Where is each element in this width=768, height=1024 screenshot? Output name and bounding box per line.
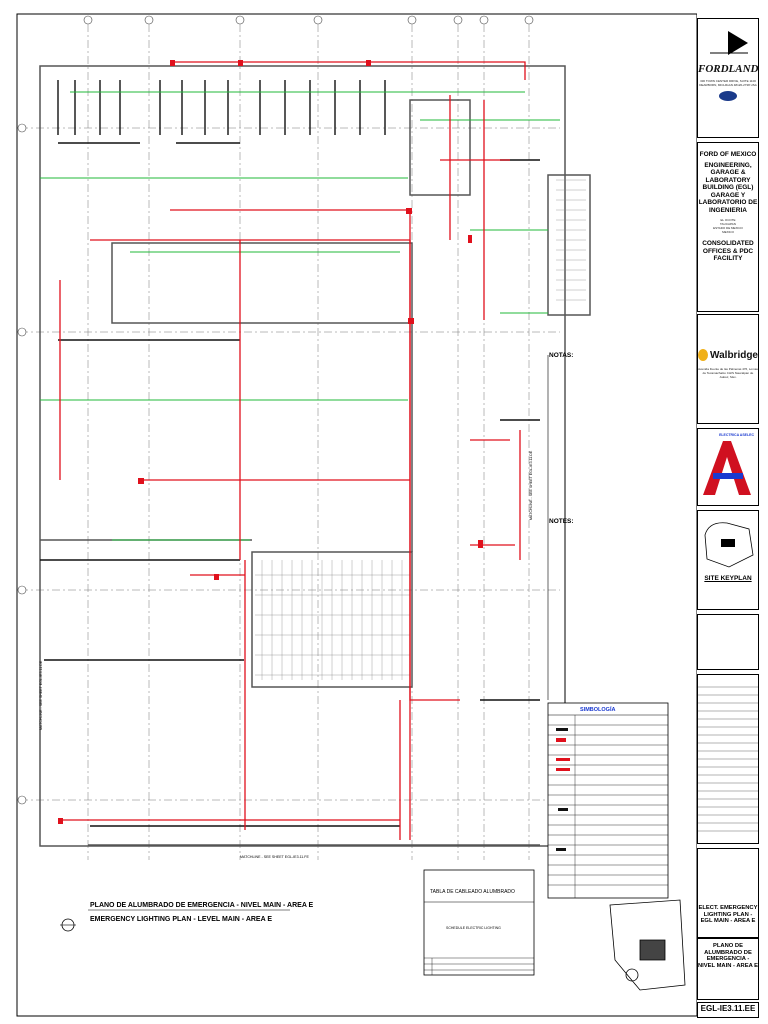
notes-1-heading: NOTAS: [549, 352, 574, 359]
title-block: FORDLAND 330 TOWN CENTER DRIVE, SUITE 11… [697, 18, 761, 1018]
walls [39, 65, 591, 847]
cable-table-subtitle: SCHEDULE ELECTRIC LIGHTING [446, 926, 501, 930]
site-keyplan-drawing [704, 522, 754, 568]
drawing-title-es: PLANO DE ALUMBRADO DE EMERGENCIA - NIVEL… [90, 902, 314, 909]
matchline-bottom: MATCHLINE - SEE SHEET EGL-IE3.11.FE [240, 855, 310, 859]
ford-oval-icon [719, 91, 737, 101]
site-keyplan-label: SITE KEYPLAN [704, 575, 752, 582]
sheet-number: EGL-IE3.11.EE [700, 1004, 756, 1013]
emergency-circuits [59, 61, 526, 840]
notes-2: NOTES: [549, 518, 689, 527]
selec-logo-icon [703, 441, 751, 495]
sheet-title-es-box: PLANO DE ALUMBRADO DE EMERGENCIA - NIVEL… [697, 938, 759, 1000]
walbridge-address: Avenida Fuente de las Palmeras 476, Loma… [698, 367, 758, 379]
light-fixtures [40, 80, 540, 827]
site-keyplan-box: SITE KEYPLAN [697, 510, 759, 610]
notes-2-heading: NOTES: [549, 518, 574, 525]
cable-table-title: TABLA DE CABLEADO ALUMBRADO [430, 889, 515, 895]
cable-table: TABLA DE CABLEADO ALUMBRADO SCHEDULE ELE… [423, 869, 535, 976]
project-location: EL OCOTE TAUCAPAN ESTADO DE MEXICO MEXIC… [713, 218, 743, 234]
facility-name: CONSOLIDATED OFFICES & PDC FACILITY [702, 240, 754, 262]
project-name: ENGINEERING, GARAGE & LABORATORY BUILDIN… [698, 161, 758, 214]
revision-rows [698, 686, 758, 832]
selec-box: ELECTRICA ASELEC [697, 428, 759, 506]
fordland-address: 330 TOWN CENTER DRIVE, SUITE 1100 DEARBO… [699, 79, 757, 87]
project-box: FORD OF MEXICO ENGINEERING, GARAGE & LAB… [697, 142, 759, 312]
grid-lines [20, 24, 560, 860]
selec-name: ELECTRICA ASELEC [719, 433, 754, 437]
walbridge-logo: Walbridge [698, 349, 758, 361]
notes-1: NOTAS: [549, 352, 689, 361]
revisions-box [697, 674, 759, 844]
sheet-title-es: PLANO DE ALUMBRADO DE EMERGENCIA - NIVEL… [698, 943, 759, 969]
legend-heading: SIMBOLOGÍA [580, 705, 615, 713]
mini-keyplan [609, 899, 686, 991]
matchline-left: MATCHLINE - SEE SHEET EGL-IE3.11.DE [39, 660, 43, 730]
legend-box: SIMBOLOGÍA [547, 702, 669, 899]
floor-plan: MATCHLINE - SEE SHEET EGL-IE3.11.FE MATC… [16, 13, 697, 1017]
walbridge-mark-icon [698, 349, 709, 361]
fordland-mark-icon [710, 31, 748, 55]
client-name: FORD OF MEXICO [699, 151, 757, 158]
walbridge-name: Walbridge [710, 349, 758, 361]
sheet-title-en: ELECT. EMERGENCY LIGHTING PLAN - EGL MAI… [698, 905, 758, 925]
matchline-right: MATCHLINE - SEE SHEET EGL-IE3.11.DE [529, 450, 533, 520]
sheet-info-box: ELECT. EMERGENCY LIGHTING PLAN - EGL MAI… [697, 848, 759, 938]
sheet-number-box: EGL-IE3.11.EE [697, 1002, 759, 1018]
fordland-logo: FORDLAND [698, 63, 759, 75]
walbridge-box: Walbridge Avenida Fuente de las Palmeras… [697, 314, 759, 424]
drawing-title: PLANO DE ALUMBRADO DE EMERGENCIA - NIVEL… [60, 902, 314, 932]
green-runs [40, 91, 560, 541]
grid-bubbles-top [83, 15, 534, 25]
drawing-title-en: EMERGENCY LIGHTING PLAN - LEVEL MAIN - A… [90, 916, 272, 923]
fordland-logo-box: FORDLAND 330 TOWN CENTER DRIVE, SUITE 11… [697, 18, 759, 138]
stamp-box [697, 614, 759, 670]
